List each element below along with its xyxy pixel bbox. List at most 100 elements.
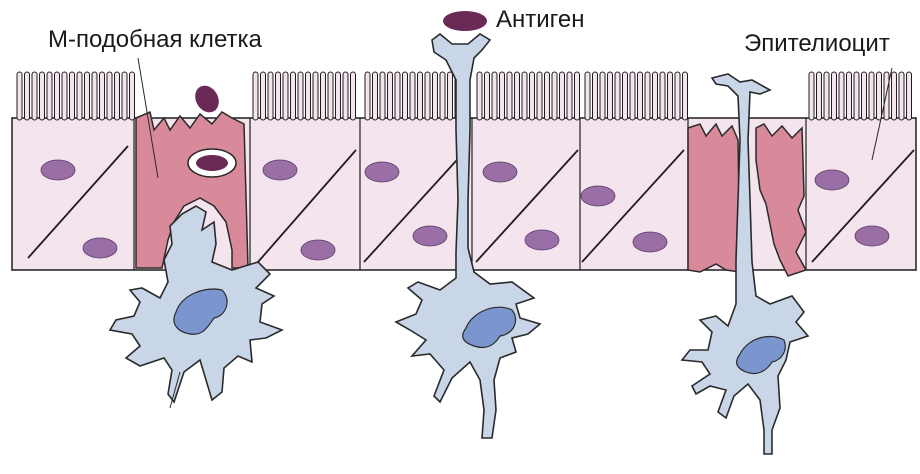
microvillus: [261, 72, 266, 120]
microvillus: [283, 72, 288, 120]
microvillus: [395, 72, 400, 120]
microvillus: [298, 72, 303, 120]
antigen-blob-icon: [443, 11, 487, 31]
microvillus: [448, 72, 453, 120]
label-antigen: Антиген: [496, 8, 585, 32]
microvillus: [907, 72, 912, 120]
microvillus: [25, 72, 30, 120]
microvillus: [40, 72, 45, 120]
microvillus: [485, 72, 490, 120]
epithelial-nucleus: [483, 162, 517, 182]
microvillus: [683, 72, 688, 120]
microvillus: [32, 72, 37, 120]
microvillus: [122, 72, 127, 120]
microvillus: [62, 72, 67, 120]
microvillus: [645, 72, 650, 120]
microvillus: [365, 72, 370, 120]
microvillus: [268, 72, 273, 120]
epithelial-nucleus: [263, 160, 297, 180]
microvillus: [433, 72, 438, 120]
microvillus: [839, 72, 844, 120]
m-cell-right-left-half: [688, 124, 740, 272]
microvillus: [832, 72, 837, 120]
microvillus: [615, 72, 620, 120]
microvillus: [884, 72, 889, 120]
microvillus: [403, 72, 408, 120]
epithelial-nucleus: [41, 160, 75, 180]
microvillus: [608, 72, 613, 120]
microvillus: [847, 72, 852, 120]
epithelial-nucleus: [815, 170, 849, 190]
microvillus: [115, 72, 120, 120]
microvillus: [660, 72, 665, 120]
microvillus: [425, 72, 430, 120]
epithelial-nucleus: [525, 230, 559, 250]
epithelial-nucleus: [365, 162, 399, 182]
microvillus: [306, 72, 311, 120]
microvillus: [585, 72, 590, 120]
label-epithelial: Эпителиоцит: [744, 32, 890, 56]
microvillus: [100, 72, 105, 120]
microvillus: [276, 72, 281, 120]
microvillus: [630, 72, 635, 120]
epithelial-nucleus: [855, 226, 889, 246]
microvillus: [638, 72, 643, 120]
microvillus: [440, 72, 445, 120]
microvillus: [47, 72, 52, 120]
microvillus: [321, 72, 326, 120]
microvillus: [492, 72, 497, 120]
microvillus: [388, 72, 393, 120]
microvillus: [373, 72, 378, 120]
microvillus: [600, 72, 605, 120]
microvillus: [653, 72, 658, 120]
vesicle-antigen: [196, 155, 228, 171]
microvillus: [418, 72, 423, 120]
microvillus: [336, 72, 341, 120]
microvillus: [70, 72, 75, 120]
microvillus: [552, 72, 557, 120]
microvillus: [623, 72, 628, 120]
microvillus: [537, 72, 542, 120]
label-m-cell: М-подобная клетка: [48, 28, 262, 52]
epithelial-nucleus: [633, 232, 667, 252]
microvillus: [313, 72, 318, 120]
epithelial-nucleus: [581, 186, 615, 206]
microvillus: [545, 72, 550, 120]
antigen-above-m-cell: [190, 81, 223, 116]
microvillus: [107, 72, 112, 120]
microvillus: [55, 72, 60, 120]
microvillus: [817, 72, 822, 120]
microvillus: [328, 72, 333, 120]
microvillus: [477, 72, 482, 120]
microvillus: [869, 72, 874, 120]
microvillus: [668, 72, 673, 120]
microvillus: [351, 72, 356, 120]
microvillus: [530, 72, 535, 120]
microvillus: [877, 72, 882, 120]
microvillus: [567, 72, 572, 120]
microvillus: [522, 72, 527, 120]
microvillus: [560, 72, 565, 120]
microvillus: [854, 72, 859, 120]
microvillus: [593, 72, 598, 120]
microvillus: [515, 72, 520, 120]
microvillus: [675, 72, 680, 120]
microvillus: [892, 72, 897, 120]
microvillus: [253, 72, 258, 120]
microvillus: [500, 72, 505, 120]
epithelial-nucleus: [301, 240, 335, 260]
microvillus: [862, 72, 867, 120]
microvillus: [17, 72, 22, 120]
microvillus: [575, 72, 580, 120]
microvillus: [130, 72, 135, 120]
microvillus: [410, 72, 415, 120]
epithelial-nucleus: [83, 238, 117, 258]
microvillus: [92, 72, 97, 120]
microvillus: [380, 72, 385, 120]
microvillus: [77, 72, 82, 120]
microvillus: [343, 72, 348, 120]
microvillus: [809, 72, 814, 120]
microvillus: [899, 72, 904, 120]
microvillus: [824, 72, 829, 120]
